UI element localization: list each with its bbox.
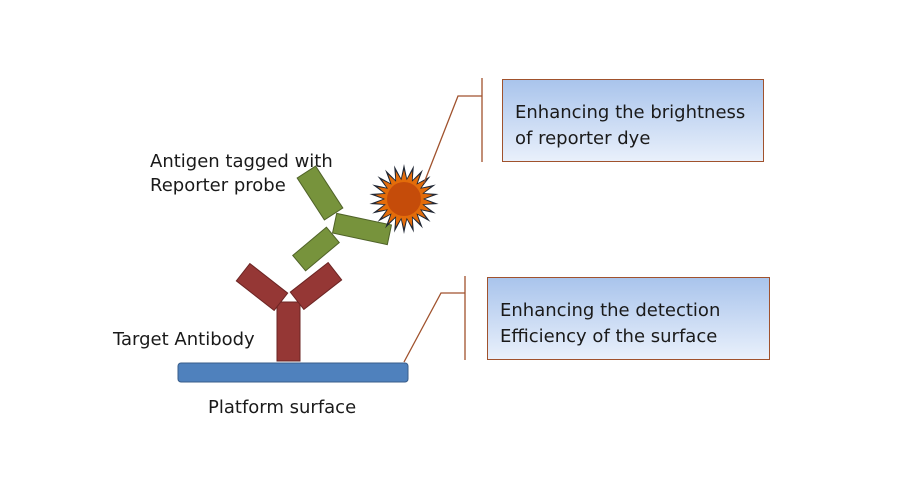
detection-callout-line1: Enhancing the detection — [500, 300, 721, 321]
antibody-label: Target Antibody — [113, 329, 255, 350]
reporter-dye — [369, 164, 439, 234]
antigen-stem — [331, 212, 393, 246]
platform-label: Platform surface — [208, 397, 357, 418]
leader-line-brightness — [423, 95, 482, 184]
brightness-callout-line1: Enhancing the brightness — [515, 102, 746, 123]
antibody-stem — [276, 301, 301, 362]
platform-surface — [177, 362, 409, 383]
brightness-callout: Enhancing the brightness of reporter dye — [502, 79, 764, 162]
antigen-label: Antigen tagged with Reporter probe — [150, 150, 333, 198]
target-antibody — [235, 261, 343, 362]
leader-line-detection — [403, 292, 465, 363]
antigen-label-line2: Reporter probe — [150, 175, 286, 196]
antibody-right-arm — [289, 261, 343, 311]
antigen-label-line1: Antigen tagged with — [150, 151, 333, 172]
antigen — [292, 165, 393, 272]
reporter-dye-center — [387, 182, 421, 216]
antigen-lower-arm — [292, 226, 340, 272]
brightness-callout-line2: of reporter dye — [515, 128, 651, 149]
antigen-upper-arm — [296, 165, 344, 221]
detection-callout-line2: Efficiency of the surface — [500, 326, 718, 347]
detection-callout: Enhancing the detection Efficiency of th… — [487, 277, 770, 360]
antibody-left-arm — [235, 262, 289, 312]
